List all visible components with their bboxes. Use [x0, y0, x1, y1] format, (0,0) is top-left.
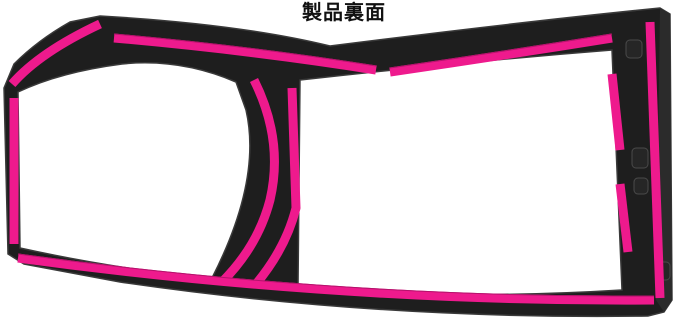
tape-strips — [8, 19, 665, 305]
tape-strip-right-lower — [615, 183, 633, 253]
tape-edge — [389, 33, 613, 69]
mounting-tab — [631, 147, 649, 169]
mounting-tab — [625, 39, 643, 59]
tape-edge-accents — [17, 33, 655, 297]
product-back-caption: 製品裏面 — [302, 0, 386, 24]
tape-edge — [17, 253, 655, 297]
tape-strip-divider-inner — [252, 87, 301, 287]
tape-edge — [113, 33, 377, 67]
tape-strip-right-upper — [607, 73, 625, 151]
mounting-tab — [633, 177, 649, 195]
tape-strip-right-edge — [645, 21, 665, 299]
tape-strip-top-left — [113, 33, 377, 75]
tape-strip-bottom — [17, 253, 655, 305]
tape-strip-top-left-corner — [8, 19, 102, 87]
tape-strip-top-right — [389, 33, 613, 77]
tape-strip-divider-outer — [218, 77, 279, 286]
